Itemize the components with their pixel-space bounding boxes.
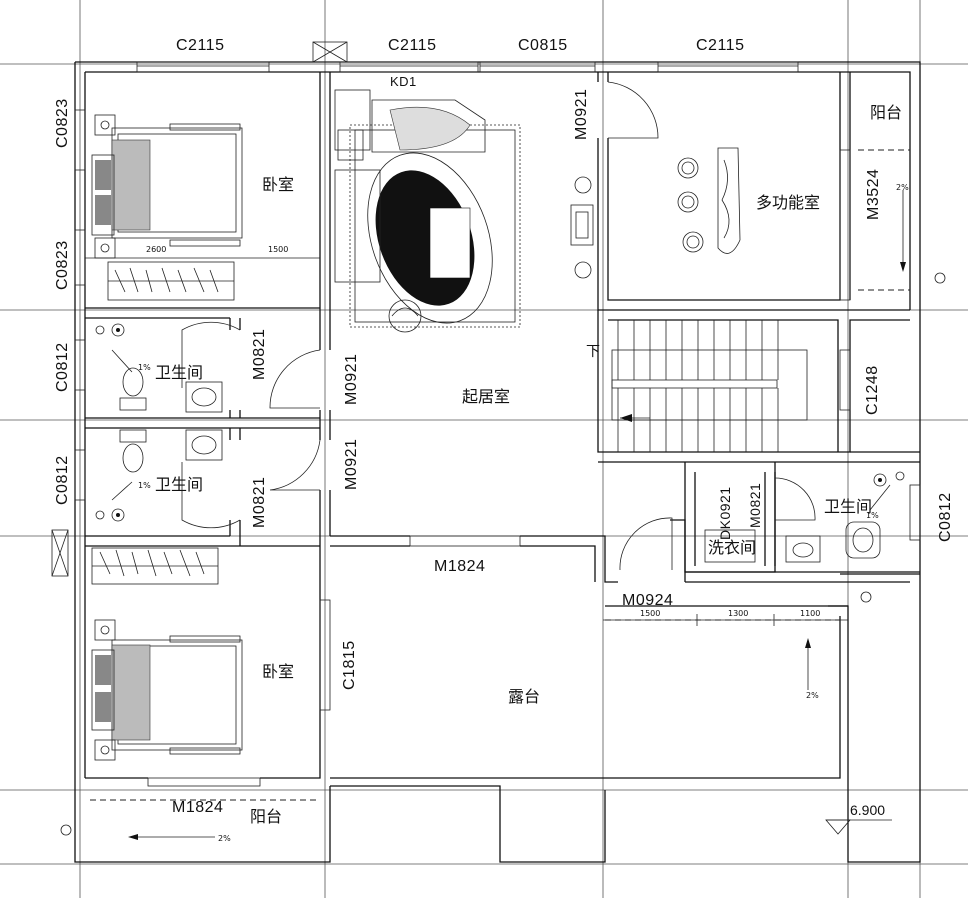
multifunction-furniture — [570, 147, 741, 279]
room-balcony-bottom: 阳台 — [250, 807, 282, 826]
wardrobe-bottom — [91, 547, 219, 585]
label-m0924: M0924 — [622, 592, 673, 609]
room-bathroom-2: 卫生间 — [155, 475, 203, 494]
room-bathroom-1: 卫生间 — [155, 363, 203, 382]
slope-balcony-top: 2% — [896, 183, 909, 192]
dimension-lines — [85, 257, 848, 626]
bathroom-fixtures — [95, 323, 905, 563]
label-m3524: M3524 — [865, 169, 882, 220]
label-c0823-b: C0823 — [54, 240, 71, 290]
drainage-lines — [90, 149, 910, 840]
label-m0821-a: M0821 — [251, 329, 268, 380]
label-m0921-b: M0921 — [343, 439, 360, 490]
room-bedroom-bottom: 卧室 — [262, 662, 294, 681]
room-bedroom-top: 卧室 — [262, 175, 294, 194]
windows — [74, 61, 921, 787]
opening-labels: C2115 C2115 C0815 C2115 KD1 M1824 M0924 … — [54, 37, 954, 816]
slope-balcony-bottom: 2% — [218, 834, 231, 843]
label-m1824-mid: M1824 — [434, 558, 485, 575]
label-c1248: C1248 — [864, 365, 881, 415]
label-m0921-top: M0921 — [573, 89, 590, 140]
room-living: 起居室 — [462, 387, 510, 406]
label-c0812-b: C0812 — [54, 455, 71, 505]
room-labels: 卧室 卧室 卫生间 卫生间 卫生间 起居室 多功能室 阳台 阳台 露台 洗衣间 — [155, 103, 902, 826]
level-marker — [825, 819, 892, 835]
label-c0815: C0815 — [518, 37, 568, 54]
dim-1500-a: 1500 — [268, 245, 288, 254]
room-laundry: 洗衣间 — [708, 538, 756, 557]
label-c2115-left: C2115 — [176, 37, 224, 54]
dim-2600: 2600 — [146, 245, 166, 254]
label-m0821-c: M0821 — [747, 483, 763, 528]
stair-down-label: 下 — [586, 344, 600, 360]
bed-top — [91, 114, 243, 259]
bed-bottom — [91, 619, 243, 761]
doors — [181, 81, 816, 571]
interior-walls — [85, 72, 920, 600]
slope-bath-1: 1% — [138, 363, 151, 372]
label-c0823-a: C0823 — [54, 98, 71, 148]
label-dk0921: DK0921 — [717, 486, 733, 540]
label-m0821-b: M0821 — [251, 477, 268, 528]
staircase — [611, 320, 808, 452]
dim-1500-b: 1500 — [640, 609, 660, 618]
room-terrace: 露台 — [508, 687, 540, 706]
dim-1100: 1100 — [800, 609, 820, 618]
level-value: 6.900 — [850, 802, 885, 818]
room-multifunction: 多功能室 — [756, 193, 820, 212]
label-kd1: KD1 — [390, 74, 417, 89]
dim-1300: 1300 — [728, 609, 748, 618]
label-c2115-mid: C2115 — [388, 37, 436, 54]
label-c1815: C1815 — [341, 640, 358, 690]
room-balcony-top-right: 阳台 — [870, 103, 902, 122]
label-c0812-a: C0812 — [54, 342, 71, 392]
slope-terrace: 2% — [806, 691, 819, 700]
living-furniture — [334, 89, 521, 333]
label-m1824-bottom: M1824 — [172, 799, 223, 816]
slope-bath-3: 1% — [866, 511, 879, 520]
label-m0921-a: M0921 — [343, 354, 360, 405]
annotations: 下 6.900 2% 2% 2% 1% 1% 1% 2600 1500 1500… — [138, 183, 909, 843]
room-bathroom-3: 卫生间 — [824, 497, 872, 516]
wardrobe-top — [107, 261, 235, 301]
pipe-markers — [51, 41, 946, 836]
slope-bath-2: 1% — [138, 481, 151, 490]
label-c2115-right: C2115 — [696, 37, 744, 54]
label-c0812-right: C0812 — [937, 492, 954, 542]
